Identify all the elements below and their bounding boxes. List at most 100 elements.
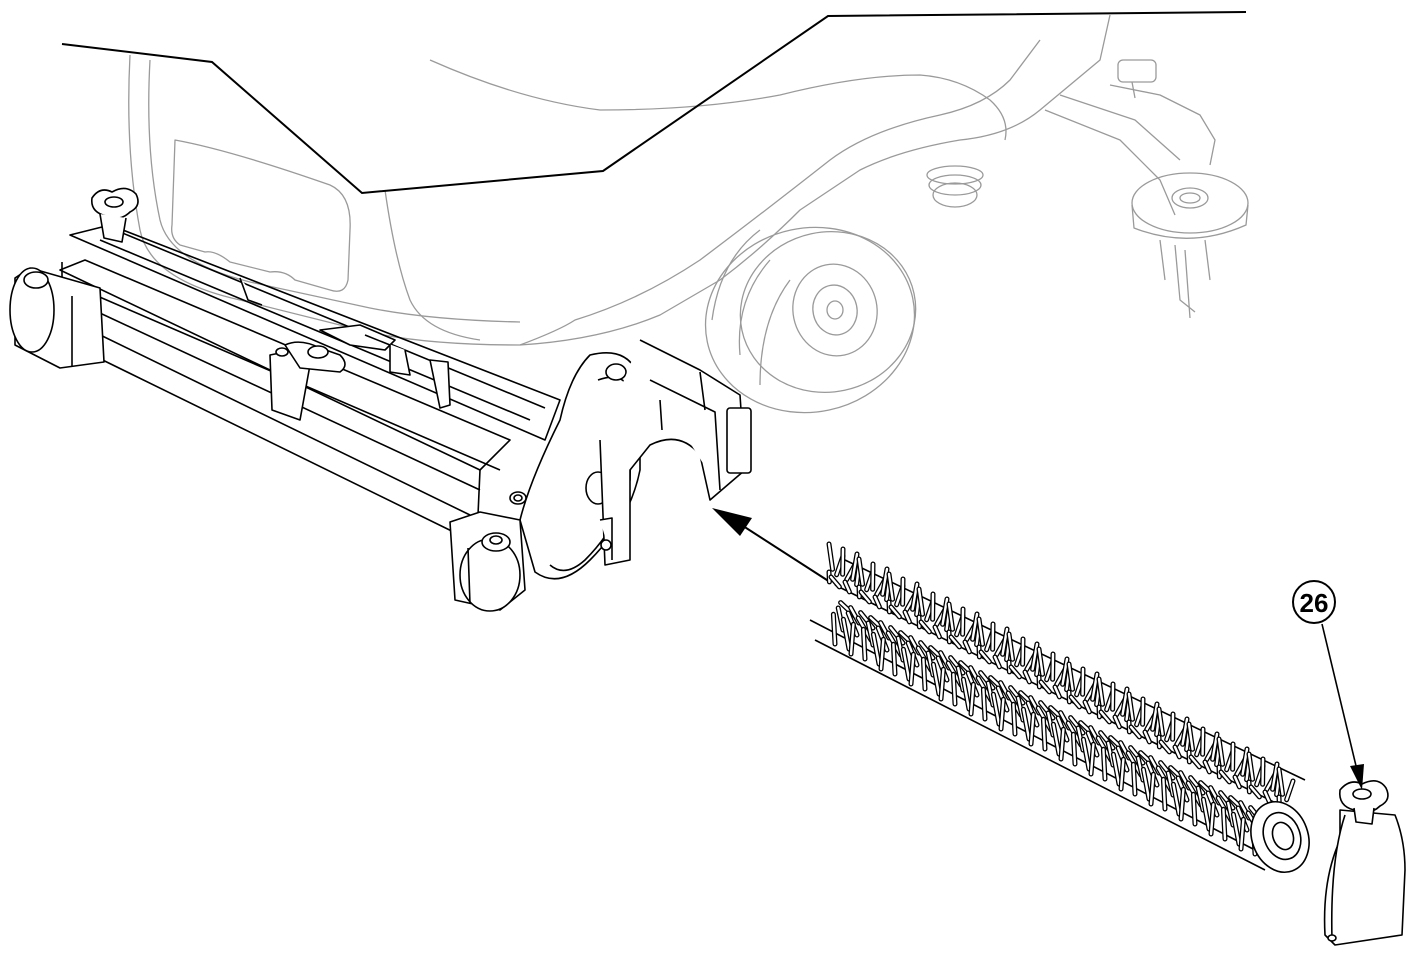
bristle-tuft-highlight	[859, 590, 871, 604]
bristle-tuft-highlight	[1149, 773, 1155, 806]
bristle-tuft-highlight	[1172, 783, 1181, 816]
bristle-tuft-highlight	[1061, 657, 1069, 686]
bristle-tuft-highlight	[1083, 700, 1091, 714]
bristle-tuft-highlight	[979, 650, 991, 664]
bristle-tuft-highlight	[887, 572, 894, 601]
bristle-tuft-highlight	[1219, 770, 1231, 784]
bristle-tuft-highlight	[952, 673, 957, 706]
bristle-tuft-highlight	[903, 610, 911, 624]
bristle-tuft-highlight	[1132, 763, 1137, 796]
bristle-tuft-highlight	[949, 635, 961, 649]
bristle-tuft-highlight	[971, 612, 979, 641]
bristle-tuft-highlight	[1042, 718, 1047, 751]
bristle-tuft-highlight	[1271, 762, 1279, 791]
bristle-tuft-highlight	[1277, 767, 1284, 796]
side-cover-with-knob	[1323, 780, 1406, 946]
bristle-tuft-highlight	[1127, 692, 1134, 721]
bristle-tuft-highlight	[1113, 715, 1121, 729]
bristle-tuft-highlight	[1247, 752, 1254, 781]
bristle-tuft-highlight	[879, 638, 885, 671]
bristle-tuft-highlight	[851, 552, 859, 581]
bristle-tuft-highlight	[1241, 747, 1249, 776]
bristle-tuft-highlight	[872, 633, 881, 666]
bristle-tuft-highlight	[1179, 788, 1185, 821]
bristle-tuft-highlight	[969, 683, 975, 716]
bristle-tuft-highlight	[932, 663, 941, 696]
bristle-tuft-highlight	[1217, 737, 1224, 766]
cylindrical-brush	[809, 541, 1310, 873]
bristle-tuft-highlight	[982, 688, 987, 721]
bristle-tuft-highlight	[1007, 632, 1014, 661]
bristle-tuft-highlight	[881, 567, 889, 596]
bristle-tuft-highlight	[1072, 733, 1077, 766]
bristle-tuft-highlight	[1203, 760, 1211, 774]
bristle-tuft-highlight	[939, 668, 945, 701]
bristle-tuft-highlight	[941, 597, 949, 626]
bristle-tuft-highlight	[1119, 758, 1125, 791]
bristle-tuft-highlight	[1233, 775, 1241, 789]
bristle-tuft-highlight	[1082, 738, 1091, 771]
bristle-tuft-highlight	[1187, 722, 1194, 751]
bristle-tuft-highlight	[917, 587, 924, 616]
brush-deck	[9, 187, 752, 612]
bristle-tuft-highlight	[1181, 717, 1189, 746]
bristle-tuft-highlight	[1202, 798, 1211, 831]
machine-body-outline	[128, 14, 1249, 414]
brush-end-hub	[1250, 801, 1310, 873]
bristle-tuft-highlight	[1192, 793, 1197, 826]
bristle-tuft-highlight	[1052, 723, 1061, 756]
bristle-tuft-highlight	[1112, 753, 1121, 786]
bristle-tuft-highlight	[1022, 708, 1031, 741]
bristle-tuft-highlight	[829, 575, 841, 589]
bristle-tuft-highlight	[862, 628, 867, 661]
bristle-tuft-highlight	[977, 617, 984, 646]
bristle-tuft-highlight	[1162, 778, 1167, 811]
bristle-tuft-highlight	[827, 542, 834, 571]
bristle-tuft-highlight	[933, 625, 941, 639]
bristle-tuft-highlight	[1059, 728, 1065, 761]
bristle-tuft-highlight	[1067, 662, 1074, 691]
bristle-tuft-highlight	[902, 648, 911, 681]
bristle-tuft-highlight	[1001, 627, 1009, 656]
bristle-tuft-highlight	[999, 698, 1005, 731]
bristle-tuft-highlight	[1157, 707, 1164, 736]
bristle-tuft-highlight	[1143, 730, 1151, 744]
bristle-tuft-highlight	[992, 693, 1001, 726]
insertion-arrow	[712, 508, 831, 583]
bristle-tuft-highlight	[1023, 670, 1031, 684]
bristle-tuft-highlight	[1232, 813, 1241, 846]
bristle-tuft-highlight	[1029, 713, 1035, 746]
bristle-tuft-highlight	[1121, 687, 1129, 716]
bristle-tuft-highlight	[832, 613, 837, 646]
bristle-tuft-highlight	[1151, 702, 1159, 731]
callout-number: 26	[1300, 588, 1329, 618]
bristle-tuft-highlight	[1211, 732, 1219, 761]
bristle-tuft-highlight	[1263, 790, 1271, 804]
bristle-tuft-highlight	[1142, 768, 1151, 801]
bristle-tuft-highlight	[857, 557, 864, 586]
bristle-tuft-highlight	[1102, 748, 1107, 781]
bristle-tuft-highlight	[1209, 803, 1215, 836]
bristle-tuft-highlight	[1159, 740, 1171, 754]
bristle-tuft-highlight	[911, 582, 919, 611]
bristle-tuft-highlight	[849, 623, 855, 656]
bristle-tuft-highlight	[919, 620, 931, 634]
bristle-tuft-highlight	[1239, 818, 1245, 851]
bristle-tuft-highlight	[909, 653, 915, 686]
bristle-tuft-highlight	[1012, 703, 1017, 736]
bristle-tuft-highlight	[1089, 743, 1095, 776]
bristle-tuft-highlight	[1249, 785, 1261, 799]
bristle-tuft-highlight	[1031, 642, 1039, 671]
bristle-tuft-highlight	[1091, 672, 1099, 701]
bristle-tuft-highlight	[1039, 680, 1051, 694]
bristle-tuft-highlight	[1189, 755, 1201, 769]
bristle-tuft-highlight	[1037, 647, 1044, 676]
bristle-tuft-highlight	[1285, 779, 1295, 801]
bristle-tuft-highlight	[1009, 665, 1021, 679]
leader-lines	[61, 11, 1247, 195]
bristle-tuft-highlight	[892, 643, 897, 676]
bristle-tuft-highlight	[842, 618, 851, 651]
bristle-tuft-highlight	[1129, 725, 1141, 739]
bristle-tuft-highlight	[993, 655, 1001, 669]
